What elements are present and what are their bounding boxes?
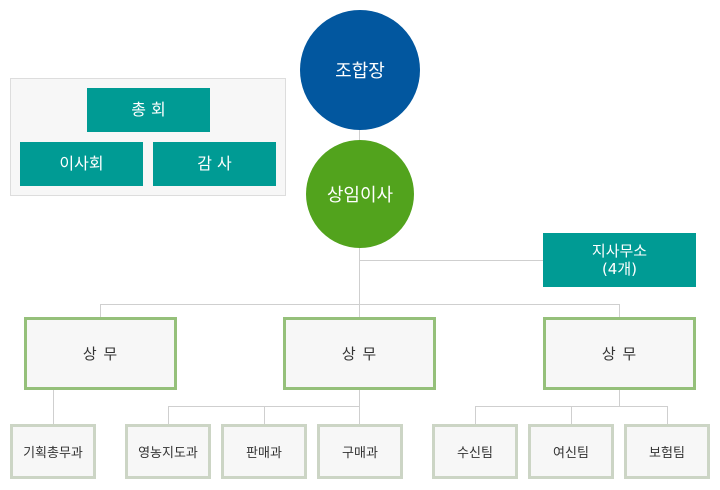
- connector-exec3-drop: [619, 304, 620, 318]
- dept-purchasing[interactable]: 구매과: [317, 424, 403, 479]
- dept-sales[interactable]: 판매과: [221, 424, 307, 479]
- connector-exec3-team1: [475, 406, 476, 425]
- team-deposits[interactable]: 수신팀: [432, 424, 518, 479]
- connector-exec3-team2: [571, 406, 572, 425]
- team-loans[interactable]: 여신팀: [528, 424, 614, 479]
- dept-farming-guidance[interactable]: 영농지도과: [125, 424, 211, 479]
- connector-trunk: [359, 246, 360, 318]
- executive-box-2[interactable]: 상 무: [283, 317, 436, 390]
- connector-exec1-drop: [100, 304, 101, 318]
- executive-box-1[interactable]: 상 무: [24, 317, 177, 390]
- connector-exec2-dept1: [168, 406, 169, 425]
- connector-exec3-down: [619, 389, 620, 407]
- branch-office-count: (4개): [601, 260, 638, 278]
- audit-box[interactable]: 감 사: [153, 142, 276, 186]
- connector-president-to-director: [359, 128, 360, 142]
- branch-office-box[interactable]: 지사무소 (4개): [543, 233, 696, 287]
- branch-office-label: 지사무소: [591, 242, 648, 260]
- general-assembly-box[interactable]: 총 회: [87, 88, 210, 132]
- board-box[interactable]: 이사회: [20, 142, 143, 186]
- connector-exec2-down: [359, 389, 360, 425]
- dept-planning-general-affairs[interactable]: 기획총무과: [10, 424, 96, 479]
- president-circle[interactable]: 조합장: [300, 10, 420, 130]
- connector-exec-horizontal: [100, 304, 620, 305]
- executive-box-3[interactable]: 상 무: [543, 317, 696, 390]
- standing-director-circle[interactable]: 상임이사: [306, 140, 414, 248]
- connector-branch-office: [359, 260, 544, 261]
- connector-exec2-dept2: [264, 406, 265, 425]
- connector-exec3-team3: [667, 406, 668, 425]
- connector-exec1-dept: [53, 389, 54, 425]
- team-insurance[interactable]: 보험팀: [624, 424, 710, 479]
